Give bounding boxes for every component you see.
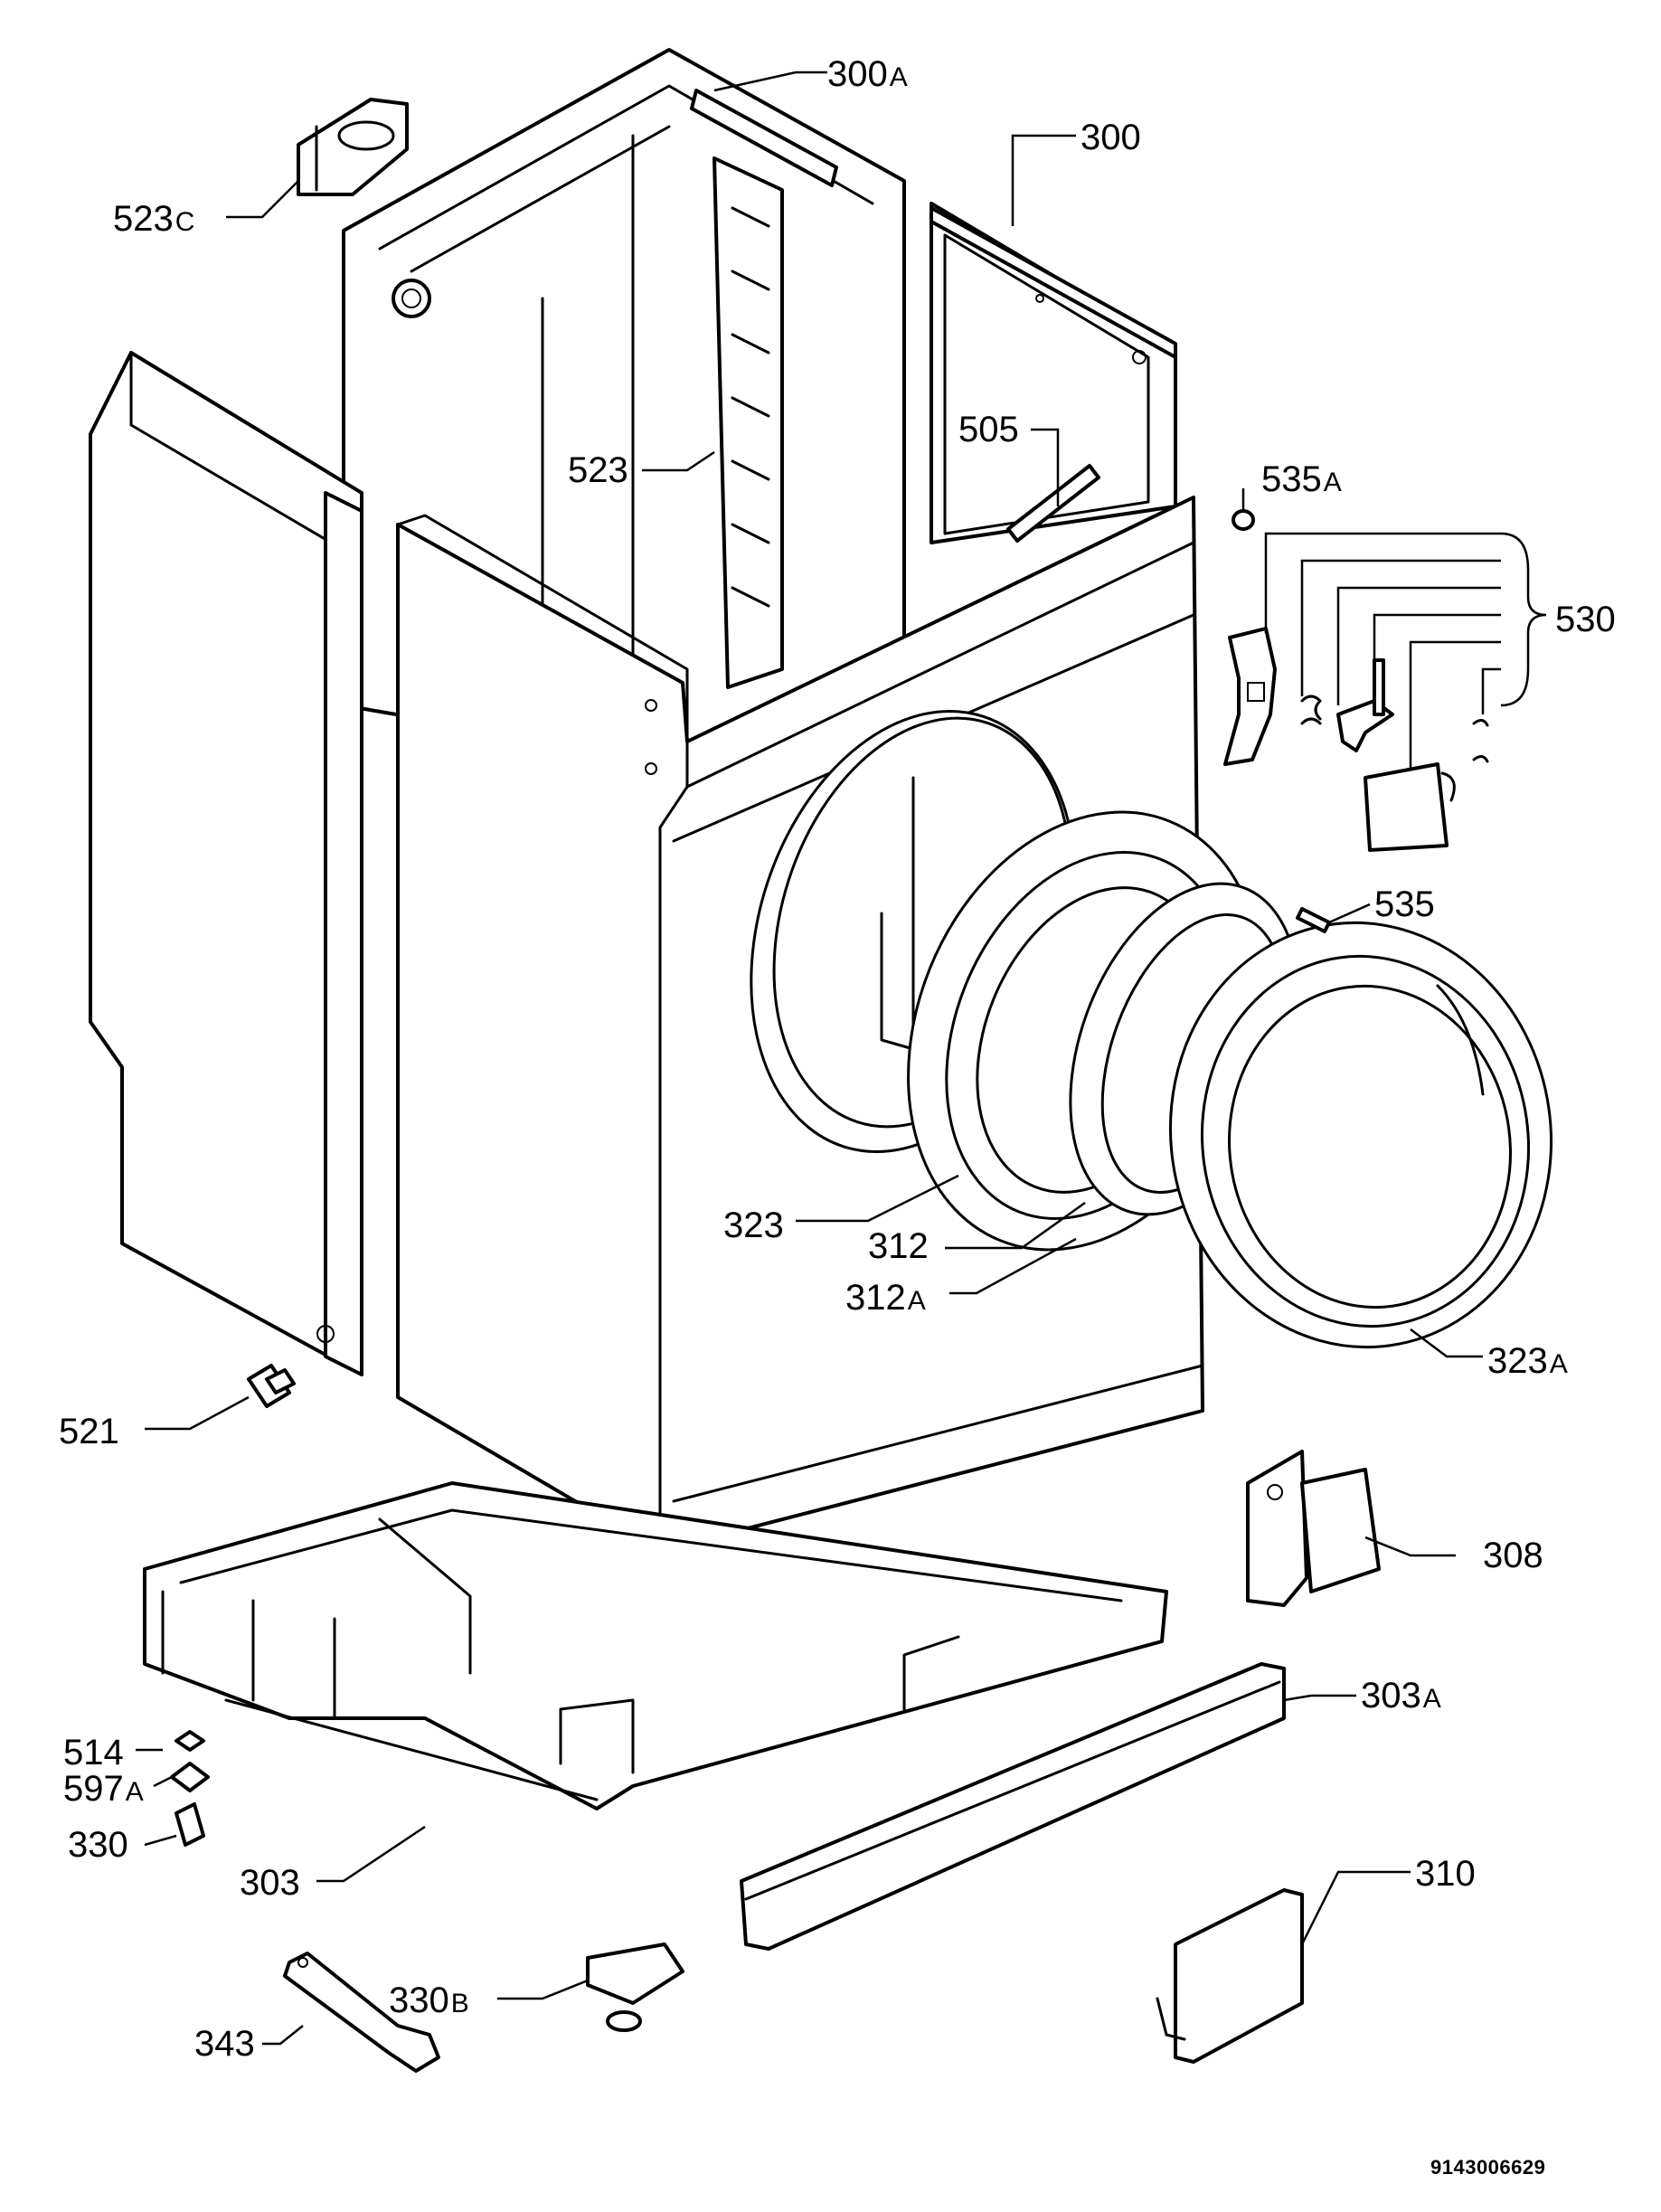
document-number: 9143006629: [1430, 2156, 1546, 2179]
label-597a: 597A: [63, 1771, 144, 1807]
label-303a: 303A: [1361, 1678, 1441, 1714]
label-312a: 312A: [845, 1280, 926, 1316]
label-300a: 300A: [827, 56, 908, 92]
label-300a-num: 300: [827, 54, 888, 94]
label-300a-suffix: A: [889, 62, 908, 92]
label-514: 514: [63, 1735, 124, 1771]
lock-kit-530: [1223, 627, 1489, 852]
label-303a-suffix: A: [1422, 1684, 1441, 1714]
cable-holder-523: [713, 156, 784, 689]
label-330b-num: 330: [389, 1980, 449, 2020]
label-300: 300: [1081, 119, 1141, 156]
label-303a-num: 303: [1361, 1676, 1421, 1716]
service-flap-310: [1156, 1888, 1304, 2064]
rod-505: [1006, 464, 1100, 543]
label-523c-suffix: C: [175, 207, 195, 237]
kickplate-303a: [740, 1662, 1286, 1951]
bush-535a: [1232, 509, 1255, 531]
label-303: 303: [240, 1865, 300, 1901]
base-303: [143, 1481, 1168, 1810]
label-312a-suffix: A: [907, 1286, 926, 1316]
label-523: 523: [568, 452, 628, 488]
door-323a: [1168, 921, 1553, 1349]
label-310-num: 310: [1415, 1854, 1476, 1894]
label-323: 323: [723, 1207, 784, 1243]
label-312: 312: [868, 1228, 929, 1264]
label-330: 330: [68, 1827, 128, 1863]
label-521-num: 521: [59, 1412, 119, 1451]
label-535a: 535A: [1261, 461, 1342, 497]
label-535: 535: [1374, 886, 1435, 922]
label-308: 308: [1483, 1537, 1543, 1574]
label-523c-num: 523: [113, 199, 174, 239]
label-312-num: 312: [868, 1226, 929, 1266]
label-312a-num: 312: [845, 1278, 906, 1318]
label-323a-suffix: A: [1549, 1349, 1568, 1379]
label-330b: 330B: [389, 1982, 469, 2018]
foot-330b: [586, 1943, 684, 2032]
label-597a-num: 597: [63, 1769, 124, 1809]
left-side-panel: [89, 351, 363, 1376]
spanner-343: [283, 1952, 440, 2073]
label-535a-num: 535: [1261, 459, 1322, 499]
label-523c: 523C: [113, 201, 194, 237]
label-343-num: 343: [194, 2024, 255, 2064]
leader-lines: [136, 71, 1547, 2046]
hinge-308: [1246, 1450, 1381, 1607]
label-514-num: 514: [63, 1733, 124, 1772]
screw-521: [247, 1364, 296, 1408]
label-505-num: 505: [958, 410, 1019, 449]
label-323a-num: 323: [1487, 1341, 1548, 1381]
label-330-num: 330: [68, 1825, 128, 1865]
label-505: 505: [958, 411, 1019, 448]
label-521: 521: [59, 1413, 119, 1450]
label-535-num: 535: [1374, 884, 1435, 924]
label-523-num: 523: [568, 450, 628, 490]
label-323a: 323A: [1487, 1343, 1568, 1379]
clip-523c: [297, 98, 409, 196]
label-530: 530: [1555, 601, 1616, 638]
label-330b-suffix: B: [450, 1989, 469, 2018]
label-323-num: 323: [723, 1205, 784, 1245]
label-597a-suffix: A: [125, 1777, 144, 1807]
label-310: 310: [1415, 1856, 1476, 1892]
pin-535: [1296, 907, 1331, 933]
label-303-num: 303: [240, 1863, 300, 1903]
label-530-num: 530: [1555, 600, 1616, 639]
label-308-num: 308: [1483, 1536, 1543, 1575]
label-300-num: 300: [1081, 118, 1141, 157]
label-343: 343: [194, 2026, 255, 2062]
fasteners: [170, 1730, 210, 1847]
label-535a-suffix: A: [1323, 468, 1342, 497]
